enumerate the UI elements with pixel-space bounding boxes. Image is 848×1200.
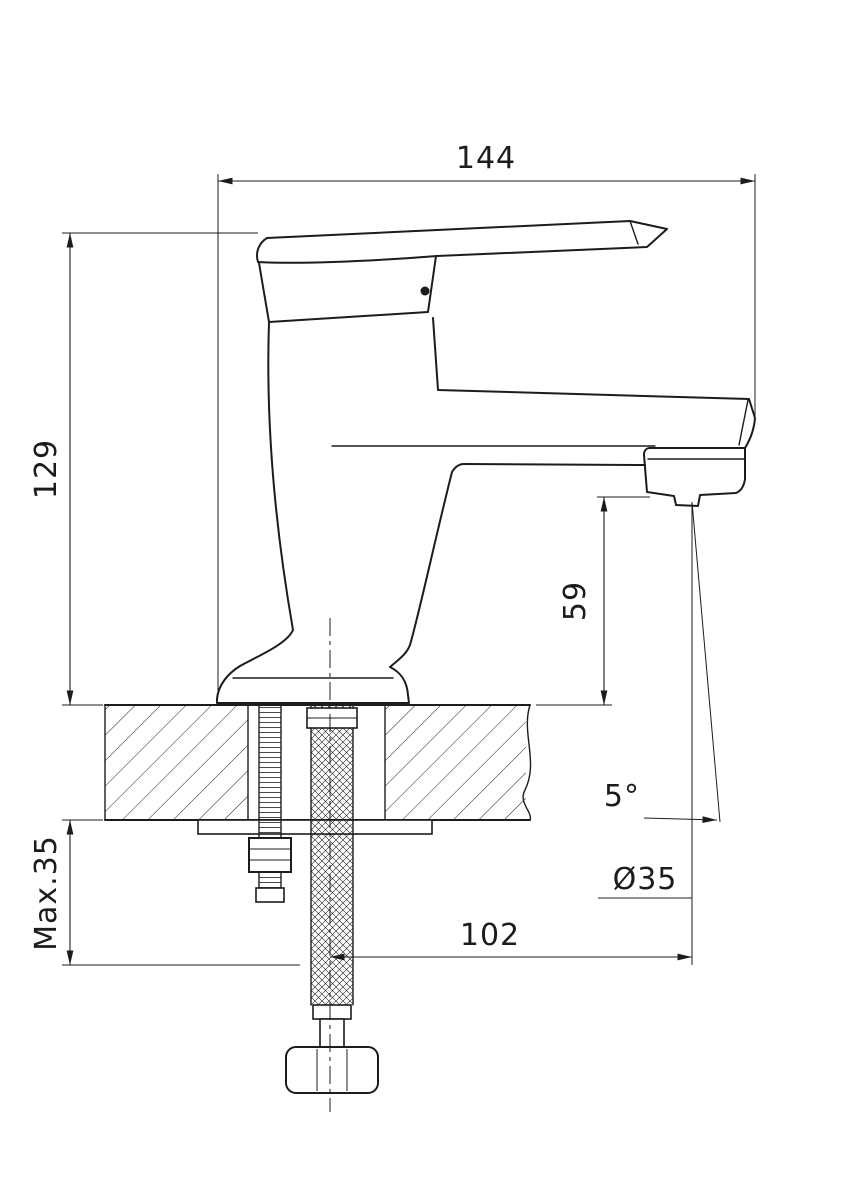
handle-lever xyxy=(256,220,668,264)
dimension-outlet-angle: 5° xyxy=(604,501,721,965)
deck-right-break xyxy=(522,704,532,821)
dimension-max-thickness: Max.35 xyxy=(29,819,300,966)
dimension-hole-diameter: Ø35 xyxy=(598,862,692,899)
hose-braid xyxy=(311,706,353,1005)
mounting-nut xyxy=(248,837,292,873)
hose-neck xyxy=(319,1018,345,1048)
stud-threads-upper xyxy=(259,706,281,838)
flexible-hose xyxy=(285,705,379,1094)
faucet-body xyxy=(216,220,756,704)
spout-top xyxy=(432,317,756,449)
dim-label-overall-width: 144 xyxy=(456,141,516,176)
deck-hatch-left xyxy=(105,705,248,820)
deck-hatch-right xyxy=(385,705,526,820)
mounting-hardware xyxy=(197,618,433,1112)
handle-screw-dot xyxy=(420,286,430,296)
aerator xyxy=(643,447,746,507)
angle-arrow xyxy=(643,816,718,824)
deck-cross-section xyxy=(104,704,532,821)
dim-label-spout-height: 59 xyxy=(558,581,593,621)
spout-tip-line xyxy=(738,399,749,446)
dim-label-max-thickness: Max.35 xyxy=(29,835,64,951)
stud-threads-lower xyxy=(259,872,281,890)
threaded-stud xyxy=(248,705,292,903)
dimension-spout-height: 59 xyxy=(536,496,650,706)
dimension-spout-reach: 102 xyxy=(330,918,692,961)
dimension-overall-width: 144 xyxy=(217,141,756,692)
stud-end-cap xyxy=(255,887,285,903)
dim-label-overall-height: 129 xyxy=(29,439,64,499)
dimension-overall-height: 129 xyxy=(29,232,258,706)
hose-bottom-ferrule xyxy=(312,1004,352,1020)
body-outline xyxy=(216,321,646,704)
dim-label-hole-diameter: Ø35 xyxy=(613,862,678,897)
dim-label-spout-reach: 102 xyxy=(460,918,520,953)
hose-hex-nut xyxy=(285,1046,379,1094)
handle-base xyxy=(258,255,437,323)
dim-label-outlet-angle: 5° xyxy=(604,779,640,814)
outlet-axis-tilted xyxy=(691,501,721,823)
handle-lever-tip-line xyxy=(629,220,639,245)
